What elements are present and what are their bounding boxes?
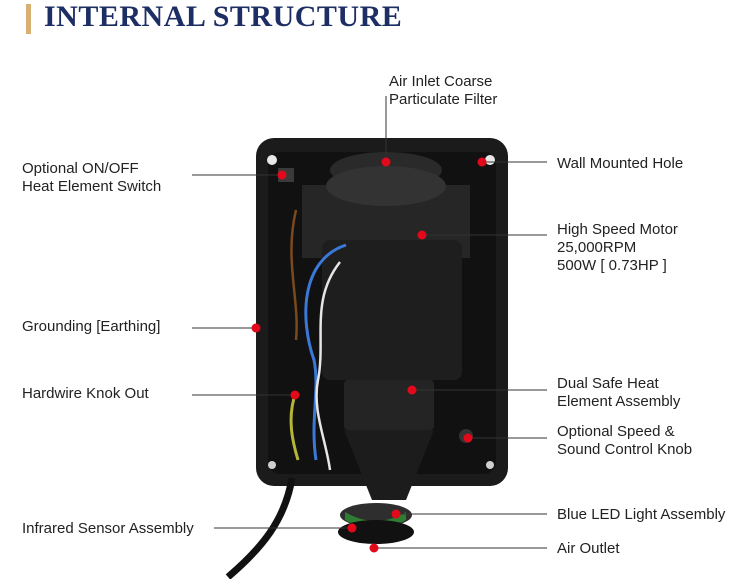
label-led: Blue LED Light Assembly (557, 506, 726, 523)
dot-sensor (347, 523, 357, 533)
label-outlet: Air Outlet (557, 540, 620, 557)
label-heat-element: Dual Safe Heat Element Assembly (557, 375, 681, 410)
dot-hardwire (290, 390, 300, 400)
label-grounding: Grounding [Earthing] (22, 318, 161, 335)
label-motor: High Speed Motor 25,000RPM 500W [ 0.73HP… (557, 221, 678, 274)
motor-body (322, 240, 462, 380)
label-switch: Optional ON/OFF Heat Element Switch (22, 160, 162, 195)
page-title: INTERNAL STRUCTURE (44, 0, 403, 33)
dot-speed-knob (463, 433, 473, 443)
nozzle (344, 430, 434, 500)
motor-housing (302, 185, 470, 258)
wall-hole-bottom-right (486, 461, 494, 469)
dot-air-inlet (381, 157, 391, 167)
power-cable (225, 477, 296, 579)
label-speed-knob: Optional Speed & Sound Control Knob (557, 423, 693, 458)
label-hardwire: Hardwire Knok Out (22, 385, 149, 402)
dot-motor (417, 230, 427, 240)
wire-blue (304, 243, 347, 461)
heat-element-body (344, 380, 434, 430)
wall-hole-top-right (485, 155, 495, 165)
dot-led (391, 509, 401, 519)
wall-hole-top-left (267, 155, 277, 165)
title-accent-bar (26, 4, 31, 34)
label-air-inlet: Air Inlet Coarse Particulate Filter (389, 73, 498, 108)
dot-heat-element (407, 385, 417, 395)
wire-brown (290, 209, 298, 341)
label-sensor: Infrared Sensor Assembly (22, 520, 194, 537)
motor-cap (326, 166, 446, 206)
label-wall-hole: Wall Mounted Hole (557, 155, 684, 172)
dot-grounding (251, 323, 261, 333)
wall-hole-bottom-left (268, 461, 276, 469)
outlet-ring (338, 520, 414, 544)
dot-outlet (369, 543, 379, 553)
wire-ground (289, 397, 300, 461)
wire-white (315, 261, 341, 471)
dot-wall-hole (477, 157, 487, 167)
dot-switch (277, 170, 287, 180)
